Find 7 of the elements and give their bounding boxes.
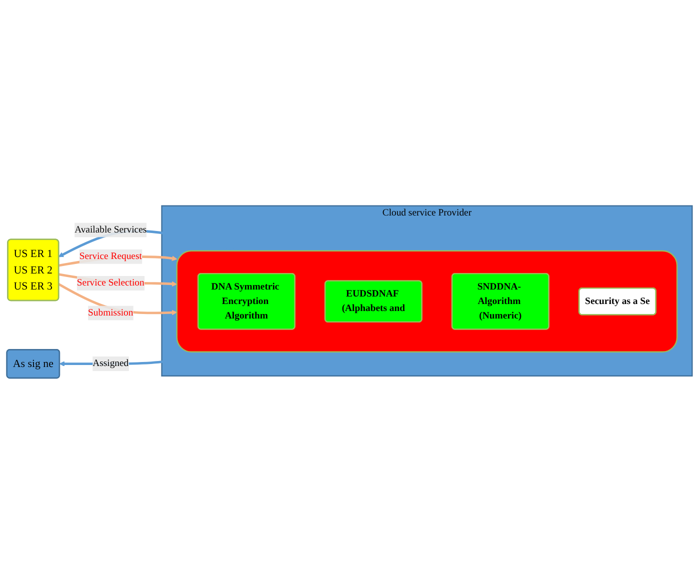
edge-label: Submission: [88, 308, 134, 318]
cluster: [176, 250, 678, 353]
edge-label: Available Services: [74, 224, 147, 235]
cluster: [161, 205, 693, 377]
edge-label: Service Request: [79, 251, 142, 262]
edge-label: Service Selection: [76, 278, 144, 288]
edge-label: Assigned: [92, 358, 129, 369]
